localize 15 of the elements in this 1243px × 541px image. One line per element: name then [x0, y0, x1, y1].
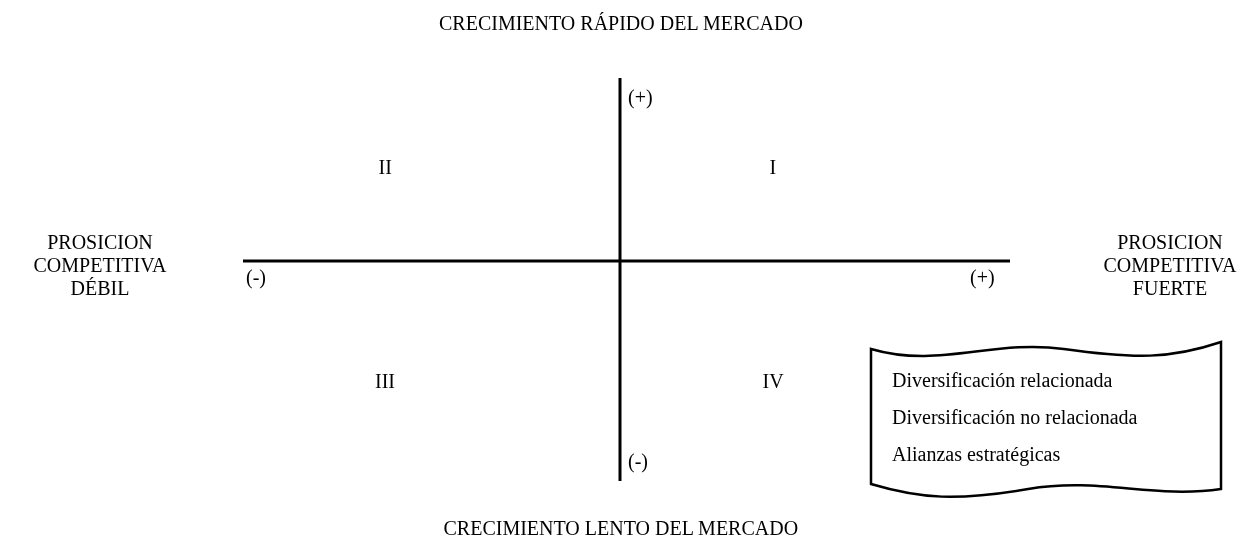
axis-title: CRECIMIENTO LENTO DEL MERCADO: [443, 517, 799, 540]
quadrant-number: I: [769, 156, 777, 179]
axis-title: PROSICION COMPETITIVA DÉBIL: [32, 231, 168, 300]
axis-sign: (-): [628, 450, 648, 473]
axis-title: CRECIMIENTO RÁPIDO DEL MERCADO: [439, 12, 803, 35]
axis-sign: (+): [970, 266, 995, 289]
strategy-item: Diversificación relacionada: [892, 369, 1113, 392]
strategy-item: Alianzas estratégicas: [892, 443, 1061, 466]
axis-sign: (-): [246, 266, 266, 289]
axis-sign: (+): [628, 86, 653, 109]
quadrant-number: III: [375, 370, 395, 393]
quadrant-number: IV: [762, 370, 784, 393]
strategy-item: Diversificación no relacionada: [892, 406, 1138, 429]
axis-title: PROSICION COMPETITIVA FUERTE: [1102, 231, 1238, 300]
quadrant-number: II: [378, 156, 392, 179]
